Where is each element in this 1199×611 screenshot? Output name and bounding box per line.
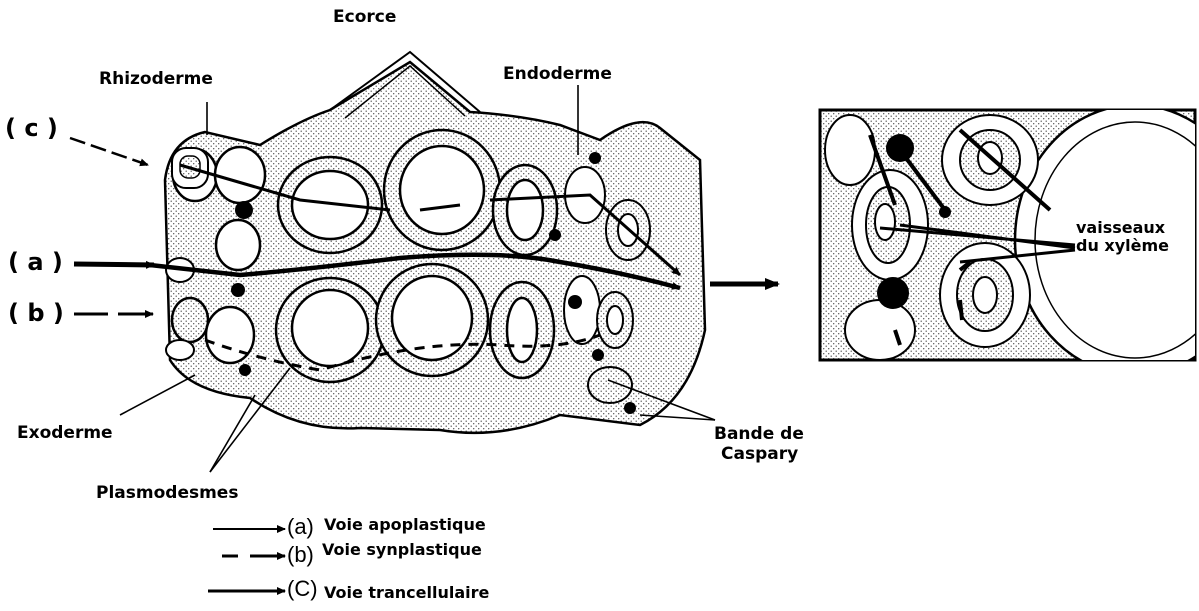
incoming-arrows [70, 138, 154, 314]
cortex-tissue [150, 52, 705, 433]
label-bande-caspary-line1: Bande de [714, 425, 804, 445]
label-plasmodesmes: Plasmodesmes [96, 484, 238, 504]
label-endoderme: Endoderme [503, 65, 612, 85]
label-rhizoderme: Rhizoderme [99, 70, 213, 90]
pathway-tag-b: ( b ) [8, 299, 64, 327]
legend-letter-a: (a) [287, 514, 314, 540]
label-vaisseaux-line1: vaisseaux [1076, 219, 1169, 237]
label-bande-caspary-line2: Caspary [721, 445, 804, 465]
legend-text-b: Voie synplastique [322, 540, 482, 559]
label-exoderme: Exoderme [17, 424, 113, 444]
legend-letter-c: (C) [287, 576, 318, 602]
pathway-tag-c: ( c ) [5, 114, 58, 142]
legend-text-a: Voie apoplastique [324, 515, 486, 534]
label-vaisseaux-xyleme: vaisseaux du xylème [1076, 219, 1169, 256]
label-bande-caspary: Bande de Caspary [714, 425, 804, 464]
label-vaisseaux-line2: du xylème [1076, 237, 1169, 255]
legend-lines [208, 529, 285, 591]
legend-text-c: Voie trancellulaire [324, 583, 489, 602]
legend-letter-b: (b) [287, 542, 314, 568]
label-ecorce: Ecorce [333, 8, 396, 28]
pathway-tag-a: ( a ) [8, 248, 63, 276]
